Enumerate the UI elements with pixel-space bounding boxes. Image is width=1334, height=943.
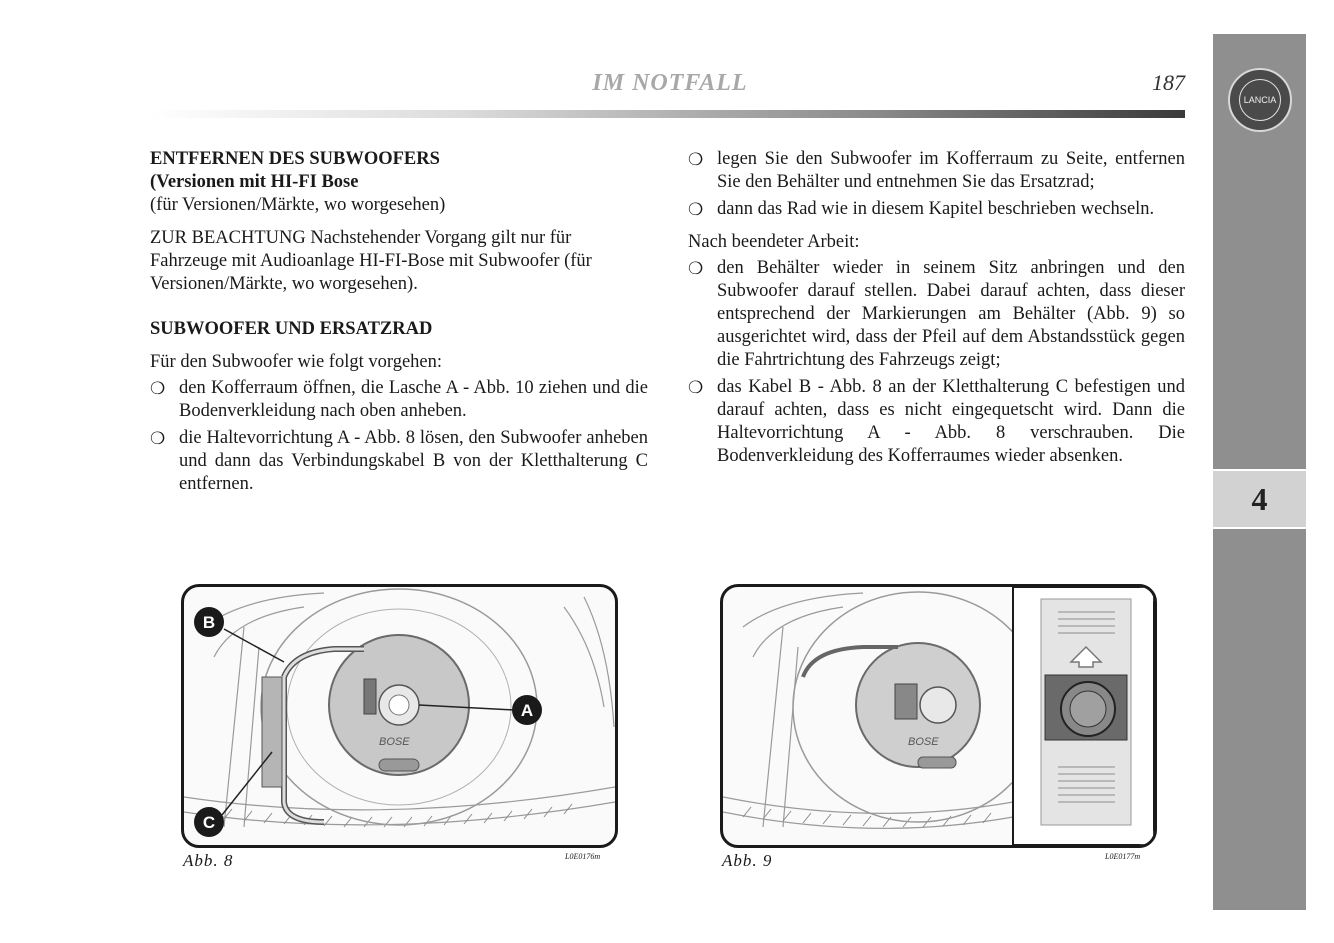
chapter-tab: 4	[1213, 469, 1306, 529]
logo-text: LANCIA	[1239, 79, 1281, 121]
after-work-label: Nach beendeter Arbeit:	[688, 232, 860, 252]
label-b: B	[203, 613, 215, 632]
figure-subwoofer-orientation: BOSE	[720, 584, 1157, 848]
bullet-marker-icon: ❍	[688, 200, 704, 219]
bullet-marker-icon: ❍	[688, 259, 704, 278]
list-item: ❍ dann das Rad wie in diesem Kapitel bes…	[688, 198, 1185, 221]
bullet-marker-icon: ❍	[688, 150, 704, 169]
list-item: ❍ die Haltevorrichtung A - Abb. 8 lösen,…	[150, 427, 648, 496]
subwoofer-illustration: BOSE B A C	[184, 588, 615, 837]
list-item-text: den Behälter wieder in seinem Sitz anbri…	[717, 258, 1185, 370]
page-header-title: IM NOTFALL	[592, 70, 748, 96]
label-a: A	[521, 701, 533, 720]
section-heading: ENTFERNEN DES SUBWOOFERS	[150, 149, 440, 169]
page-number: 187	[1152, 70, 1185, 95]
list-item: ❍ den Behälter wieder in seinem Sitz anb…	[688, 257, 1185, 372]
list-item: ❍ legen Sie den Subwoofer im Kofferraum …	[688, 148, 1185, 194]
figure-code: L0E0177m	[1105, 852, 1141, 861]
section-heading-markets: (für Versionen/Märkte, wo worgesehen)	[150, 195, 446, 215]
intro-text: Für den Subwoofer wie folgt vorgehen:	[150, 352, 443, 372]
bose-brand-label: BOSE	[908, 736, 939, 748]
label-c: C	[203, 813, 215, 832]
list-item-text: legen Sie den Subwoofer im Kofferraum zu…	[717, 149, 1185, 192]
left-column: ENTFERNEN DES SUBWOOFERS (Versionen mit …	[150, 148, 648, 500]
orientation-illustration: BOSE	[723, 587, 1154, 845]
subheading: SUBWOOFER UND ERSATZRAD	[150, 319, 433, 339]
list-item-text: das Kabel B - Abb. 8 an der Kletthalteru…	[717, 377, 1185, 466]
list-item-text: die Haltevorrichtung A - Abb. 8 lösen, d…	[179, 428, 648, 494]
note-paragraph: ZUR BEACHTUNG Nachstehender Vorgang gilt…	[150, 228, 592, 294]
list-item-text: den Kofferraum öffnen, die Lasche A - Ab…	[179, 378, 648, 421]
figure-caption: Abb. 8	[183, 851, 234, 870]
list-item-text: dann das Rad wie in diesem Kapitel besch…	[717, 199, 1155, 219]
right-column: ❍ legen Sie den Subwoofer im Kofferraum …	[688, 148, 1185, 472]
figure-subwoofer-removal: BOSE B A C	[181, 584, 618, 848]
bullet-marker-icon: ❍	[688, 378, 704, 397]
figure-caption: Abb. 9	[722, 851, 773, 870]
header-divider	[150, 110, 1185, 118]
list-item: ❍ das Kabel B - Abb. 8 an der Kletthalte…	[688, 376, 1185, 468]
bullet-marker-icon: ❍	[150, 379, 166, 398]
figure-code: L0E0176m	[565, 852, 601, 861]
bullet-marker-icon: ❍	[150, 429, 166, 448]
lancia-logo: LANCIA	[1228, 68, 1292, 132]
section-heading-versions: (Versionen mit HI-FI Bose	[150, 172, 359, 192]
list-item: ❍ den Kofferraum öffnen, die Lasche A - …	[150, 377, 648, 423]
bose-brand-label: BOSE	[379, 736, 410, 748]
